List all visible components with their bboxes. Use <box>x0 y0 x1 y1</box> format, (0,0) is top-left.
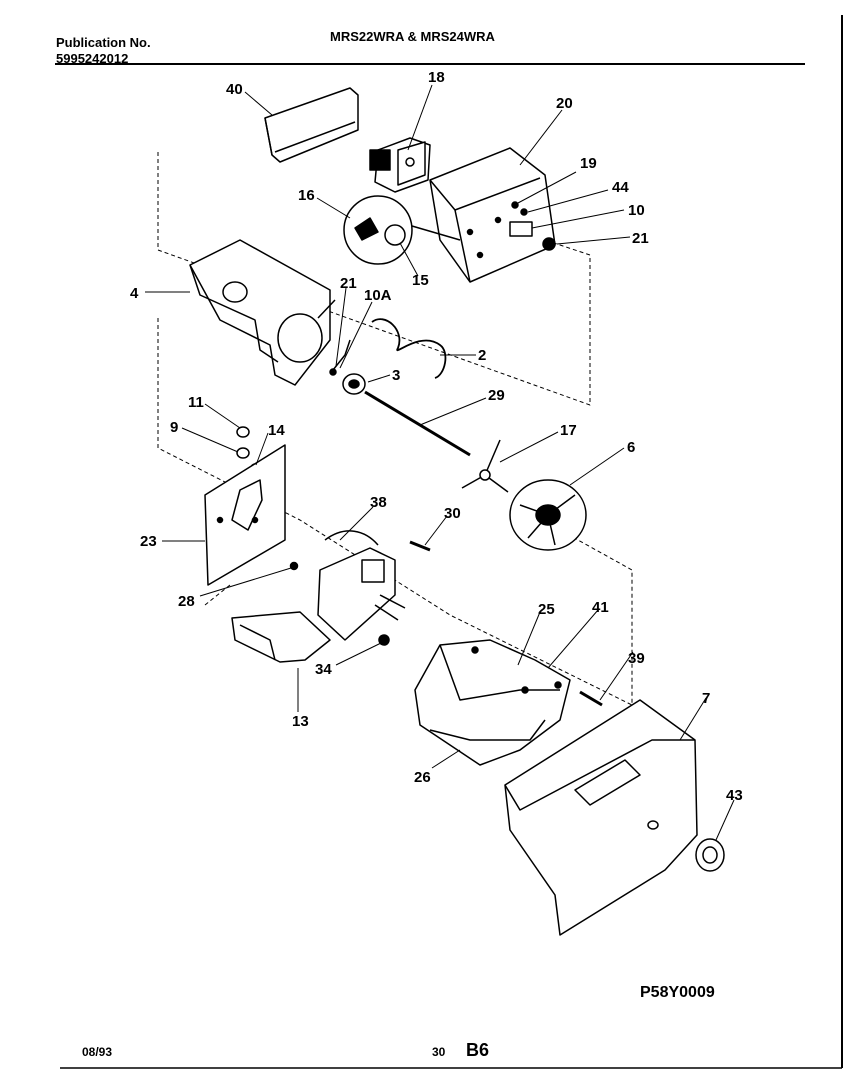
part-number-labels: 40 18 20 19 44 10 21 16 15 4 21 10A 2 3 … <box>130 69 743 804</box>
label-29: 29 <box>488 387 505 404</box>
label-25: 25 <box>538 601 555 618</box>
part-23-plate <box>204 444 286 586</box>
part-20-housing <box>429 147 556 283</box>
label-38: 38 <box>370 494 387 511</box>
section-code: B6 <box>466 1040 490 1060</box>
label-13: 13 <box>292 713 309 730</box>
publication-label: Publication No. <box>56 35 151 50</box>
label-6: 6 <box>627 439 635 456</box>
part-18-motor <box>369 137 431 193</box>
part-7-front-cover <box>504 699 698 936</box>
label-11: 11 <box>188 394 204 411</box>
part-40-panel <box>264 87 359 163</box>
label-3: 3 <box>392 367 400 384</box>
part-38-bracket <box>317 530 406 641</box>
footer-date: 08/93 <box>82 1045 113 1059</box>
label-30: 30 <box>444 505 461 522</box>
part-28-screw <box>289 561 299 571</box>
label-4: 4 <box>130 285 139 302</box>
part-30-screw <box>409 540 431 552</box>
part-29-shaft <box>364 390 471 457</box>
part-3-coupler <box>342 373 366 395</box>
part-10A-spring <box>329 339 351 376</box>
part-16-15-detail <box>343 195 461 265</box>
label-39: 39 <box>628 650 645 667</box>
part-4-bin <box>189 239 336 386</box>
label-21-upper: 21 <box>632 230 649 247</box>
label-34: 34 <box>315 661 332 678</box>
diagram-reference-code: P58Y0009 <box>640 984 715 1001</box>
part-2-wire <box>371 318 447 379</box>
part-6-wheel <box>509 479 587 551</box>
part-43-knob <box>695 838 725 872</box>
label-41: 41 <box>592 599 609 616</box>
page-number: 30 <box>432 1045 446 1059</box>
part-13-door <box>231 611 331 663</box>
label-44: 44 <box>612 179 629 196</box>
part-39-screw <box>579 690 603 707</box>
publication-number: 5995242012 <box>56 51 129 66</box>
label-40: 40 <box>226 81 243 98</box>
small-hardware-19-44-10-21 <box>509 201 556 251</box>
label-2: 2 <box>478 347 486 364</box>
label-16: 16 <box>298 187 315 204</box>
label-43: 43 <box>726 787 743 804</box>
label-10A: 10A <box>364 287 392 304</box>
part-17-blade <box>461 439 509 493</box>
label-26: 26 <box>414 769 431 786</box>
label-15: 15 <box>412 272 429 289</box>
label-7: 7 <box>702 690 710 707</box>
label-20: 20 <box>556 95 573 112</box>
label-17: 17 <box>560 422 577 439</box>
label-19: 19 <box>580 155 597 172</box>
part-41-chute-assembly <box>414 639 571 766</box>
part-34-nut <box>378 634 390 646</box>
label-18: 18 <box>428 69 445 86</box>
label-10: 10 <box>628 202 645 219</box>
model-numbers: MRS22WRA & MRS24WRA <box>330 29 495 44</box>
leader-lines <box>145 84 735 841</box>
label-21-lower: 21 <box>340 275 357 292</box>
label-23: 23 <box>140 533 157 550</box>
label-9: 9 <box>170 419 178 436</box>
label-14: 14 <box>268 422 285 439</box>
label-28: 28 <box>178 593 195 610</box>
